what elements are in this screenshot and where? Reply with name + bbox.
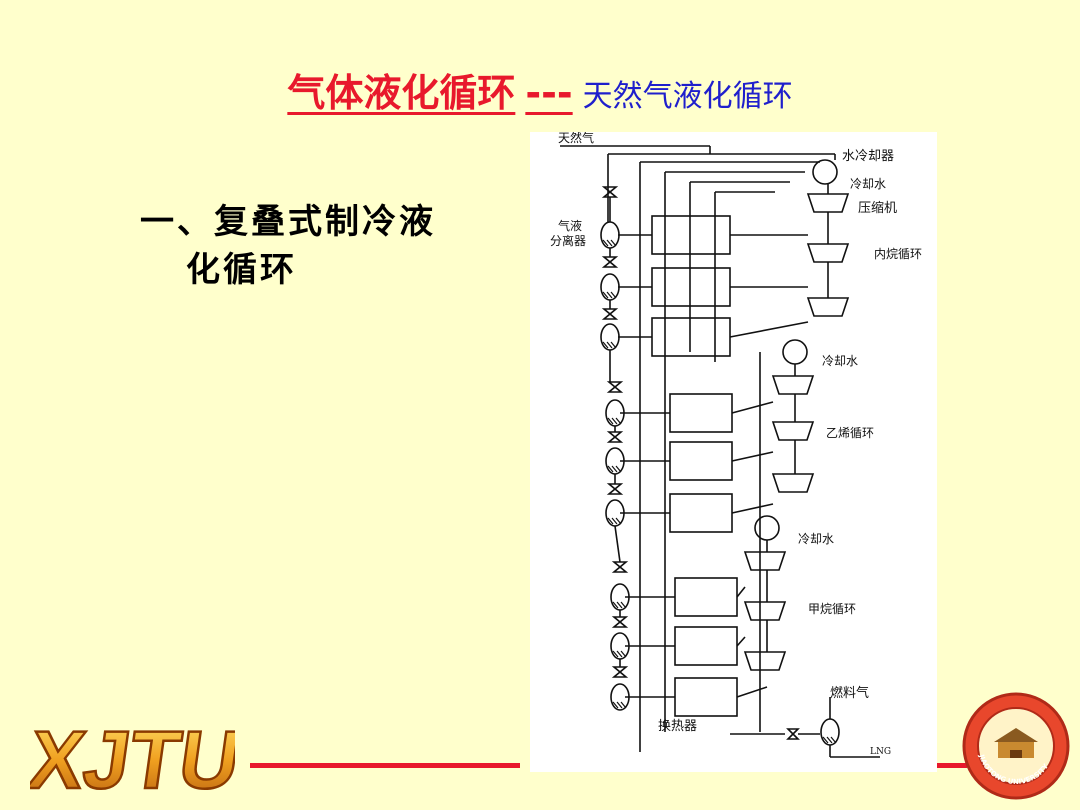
bullet-point: 一、复叠式制冷液 化循环 (140, 198, 520, 294)
label-separator-b: 分离器 (550, 233, 586, 248)
label-ethylene-cycle: 乙烯循环 (826, 426, 874, 440)
footer-line-left (250, 763, 520, 768)
label-water-cooler: 水冷却器 (842, 149, 894, 164)
label-methane-cycle: 甲烷循环 (808, 602, 856, 616)
label-heat-exchanger: 换热器 (658, 719, 697, 734)
label-cooling-water-2: 冷却水 (822, 354, 858, 368)
university-seal: JIAOTONG UNIVERSITY (962, 692, 1070, 800)
footer-line-right (937, 763, 967, 768)
logo-text: XJTU (30, 714, 235, 800)
bullet-line-2: 化循环 (186, 250, 297, 290)
label-separator-a: 气液 (558, 218, 582, 233)
xjtu-logo: XJTU (30, 713, 235, 800)
bullet-line-1: 一、复叠式制冷液 (140, 202, 436, 242)
label-lng: LNG (870, 747, 891, 757)
label-natural-gas: 天然气 (558, 132, 594, 145)
title-subtitle: 天然气液化循环 (582, 79, 793, 114)
label-compressor: 压缩机 (858, 200, 897, 216)
label-fuel-gas: 燃料气 (830, 685, 869, 701)
diagram-svg: 天然气 水冷却器 冷却水 压缩机 气液 分离器 内烷循环 冷却水 乙烯循环 冷却… (550, 132, 922, 758)
label-cooling-water-1: 冷却水 (850, 177, 886, 191)
title-main: 气体液化循环 (287, 71, 516, 115)
slide-title: 气体液化循环--- 天然气液化循环 (0, 62, 1080, 117)
title-separator: --- (525, 71, 573, 115)
label-propane-cycle: 内烷循环 (874, 247, 922, 261)
cascade-liquefaction-diagram: 天然气 水冷却器 冷却水 压缩机 气液 分离器 内烷循环 冷却水 乙烯循环 冷却… (530, 132, 937, 772)
label-cooling-water-3: 冷却水 (798, 532, 834, 546)
